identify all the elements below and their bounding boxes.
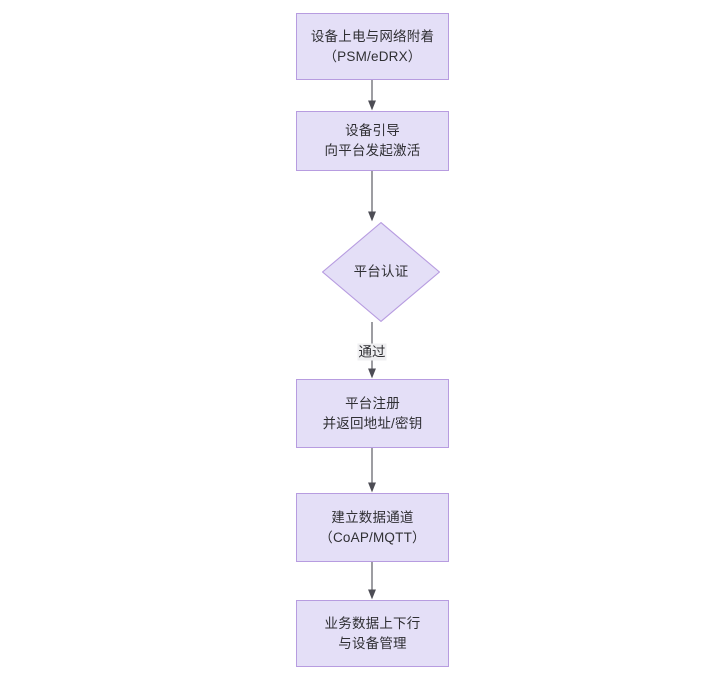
node-platform-authentication[interactable]: 平台认证	[322, 222, 440, 322]
node-device-power-on[interactable]: 设备上电与网络附着 （PSM/eDRX）	[296, 13, 449, 80]
node-label-line: 并返回地址/密钥	[322, 415, 423, 431]
node-label-line: 设备上电与网络附着	[310, 28, 435, 44]
node-label-line: （PSM/eDRX）	[323, 48, 422, 64]
node-label-line: （CoAP/MQTT）	[319, 529, 426, 545]
node-label-line: 与设备管理	[338, 635, 407, 651]
diamond-shape	[322, 222, 440, 322]
node-platform-registration[interactable]: 平台注册 并返回地址/密钥	[296, 379, 449, 448]
node-label-line: 平台认证	[353, 264, 409, 279]
node-business-data-and-device-management[interactable]: 业务数据上下行 与设备管理	[296, 600, 449, 667]
node-establish-data-channel[interactable]: 建立数据通道 （CoAP/MQTT）	[296, 493, 449, 562]
node-label-line: 建立数据通道	[331, 509, 414, 525]
node-label-line: 设备引导	[345, 123, 400, 138]
node-label-line: 平台注册	[345, 395, 400, 411]
node-label-line: 向平台发起激活	[324, 143, 421, 158]
node-device-bootstrap[interactable]: 设备引导 向平台发起激活	[296, 111, 449, 171]
edge-label-pass: 通过	[357, 343, 387, 361]
node-label-line: 业务数据上下行	[324, 615, 421, 631]
